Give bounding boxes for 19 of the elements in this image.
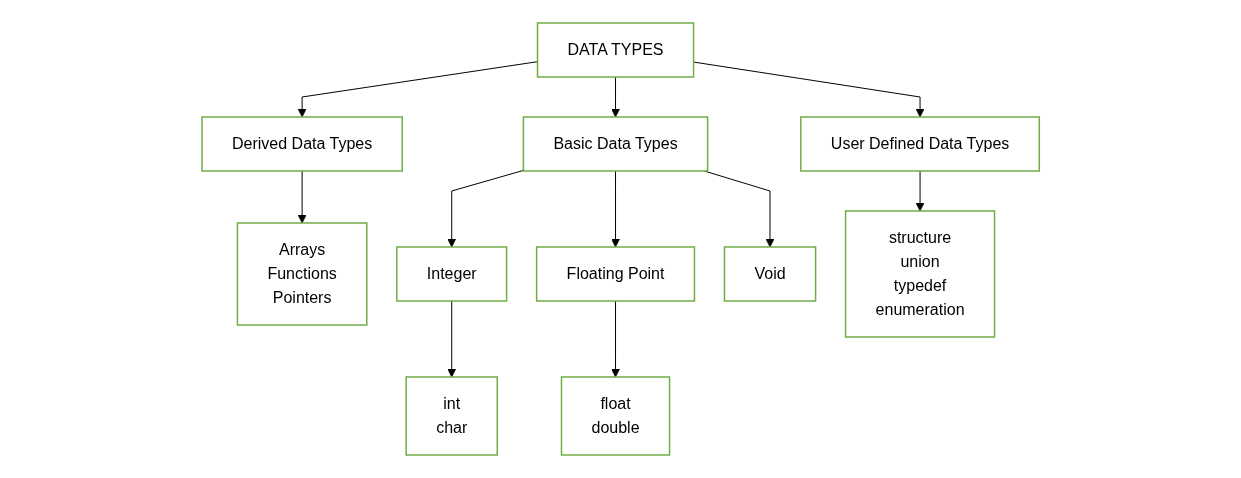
node-box: DATA TYPES [536,22,695,78]
arrow [447,169,524,248]
arrow [447,300,456,378]
node-box: structure union typedef enumeration [844,210,996,338]
arrow [610,170,620,248]
node-box: Integer [395,246,508,302]
arrow [297,61,538,118]
arrow [915,170,925,212]
arrow [610,76,620,118]
node-box: Derived Data Types [201,116,403,172]
arrow [297,170,307,224]
node-box: Void [723,246,817,302]
node-box: Arrays Functions Pointers [236,222,368,326]
node-box: Floating Point [535,246,696,302]
node-box: Basic Data Types [522,116,709,172]
arrow [610,300,620,378]
node-box: float double [560,376,671,456]
node-box: User Defined Data Types [799,116,1040,172]
node-box: int char [405,376,498,456]
